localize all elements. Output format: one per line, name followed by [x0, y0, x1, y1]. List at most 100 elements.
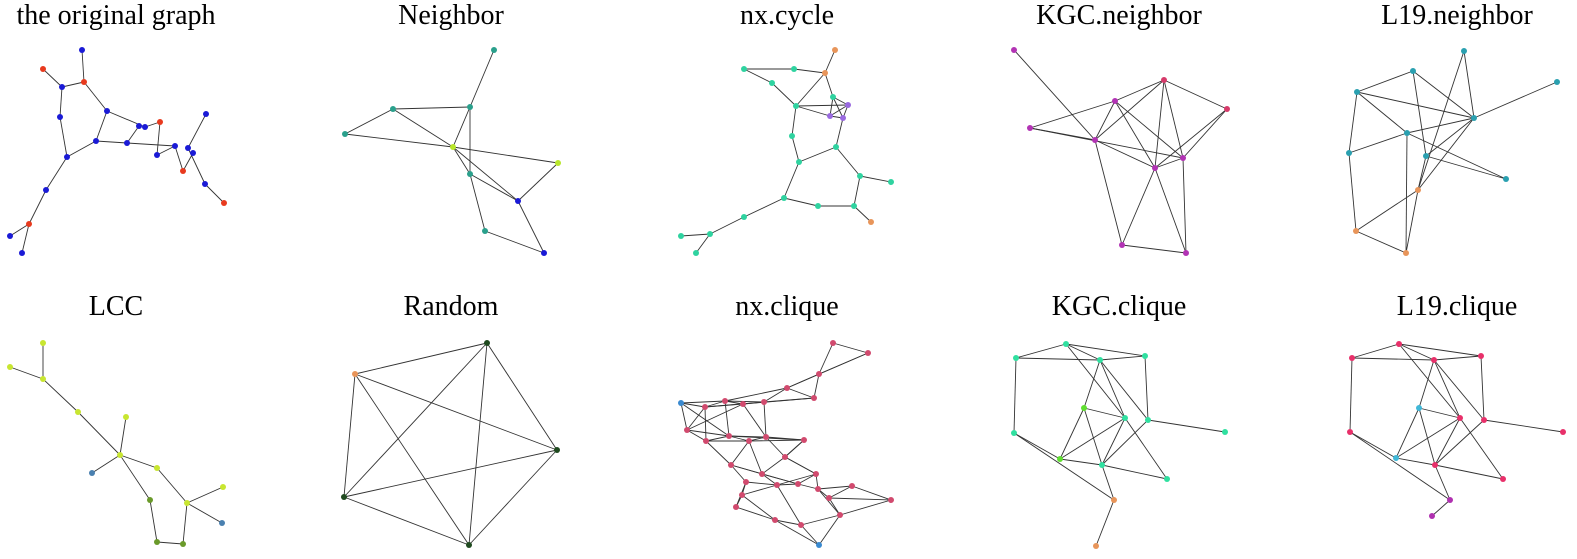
edge [1154, 79, 1165, 169]
node [1447, 497, 1453, 503]
edge [1418, 407, 1436, 466]
edge [1065, 343, 1146, 357]
node [19, 250, 25, 256]
node [740, 401, 746, 407]
edge [686, 406, 706, 431]
node [484, 340, 490, 346]
edge [1095, 499, 1115, 547]
edge [1101, 464, 1115, 501]
node [202, 181, 208, 187]
edge [1163, 79, 1184, 159]
edge [680, 400, 726, 404]
node [1081, 405, 1087, 411]
edge [343, 496, 470, 546]
node [811, 395, 817, 401]
graph-original [7, 47, 227, 256]
edge [1083, 407, 1126, 419]
edge [765, 436, 805, 441]
node [117, 452, 123, 458]
edge [1013, 432, 1061, 460]
edge [730, 464, 747, 483]
edge [1144, 355, 1149, 421]
edge [724, 400, 744, 405]
edge [800, 514, 841, 526]
node [142, 124, 148, 130]
edge [686, 429, 730, 437]
edge [517, 200, 545, 254]
edge [182, 502, 188, 545]
edge [1094, 139, 1156, 169]
edge [1395, 417, 1461, 459]
edge [1059, 417, 1126, 460]
edge [354, 373, 558, 451]
title-original: the original graph [16, 0, 216, 31]
node [390, 106, 396, 112]
edge [343, 449, 558, 498]
node [123, 414, 129, 420]
node [722, 398, 728, 404]
edge [1029, 127, 1184, 159]
edge [824, 72, 834, 98]
node [1461, 48, 1467, 54]
edge [83, 81, 108, 112]
node [1224, 106, 1230, 112]
edge [1099, 355, 1146, 361]
edge [1101, 419, 1149, 466]
edge [1412, 70, 1427, 157]
edge [1425, 117, 1475, 157]
edge [1418, 359, 1435, 409]
node [845, 102, 851, 108]
node [851, 203, 857, 209]
node [840, 115, 846, 121]
edge [1406, 117, 1475, 134]
edge [1425, 155, 1507, 180]
edge [748, 439, 805, 442]
node [728, 462, 734, 468]
edge [468, 449, 558, 546]
node [1347, 429, 1353, 435]
edge [452, 146, 559, 164]
node [1431, 357, 1437, 363]
edge [1013, 357, 1017, 434]
edge [469, 49, 495, 108]
node [857, 173, 863, 179]
graph-lcc [7, 340, 226, 547]
node [888, 497, 894, 503]
node [1432, 462, 1438, 468]
node [832, 47, 838, 53]
node [64, 154, 70, 160]
node [1222, 429, 1228, 435]
edge [1114, 100, 1156, 169]
edge [853, 205, 872, 223]
edge [1355, 230, 1407, 254]
node [774, 482, 780, 488]
node [1011, 47, 1017, 53]
node [815, 203, 821, 209]
edge [709, 216, 745, 235]
title-lcc: LCC [88, 291, 144, 322]
graph-l19neighbor [1346, 48, 1560, 256]
node [1057, 456, 1063, 462]
node [172, 143, 178, 149]
node [147, 497, 153, 503]
node [772, 517, 778, 523]
edge [182, 152, 194, 172]
edge [859, 175, 892, 183]
node [678, 400, 684, 406]
edge [1099, 359, 1126, 419]
edge [795, 104, 849, 107]
edge [1099, 359, 1149, 421]
edge [1083, 359, 1101, 409]
node [741, 214, 747, 220]
node [57, 114, 63, 120]
edge [1356, 91, 1408, 134]
node [7, 233, 13, 239]
node [826, 495, 832, 501]
edge [119, 454, 151, 501]
edge [1348, 91, 1358, 154]
edge [452, 106, 471, 148]
edge [824, 49, 836, 74]
edge [1473, 81, 1558, 119]
node [154, 465, 160, 471]
edge [761, 473, 799, 485]
